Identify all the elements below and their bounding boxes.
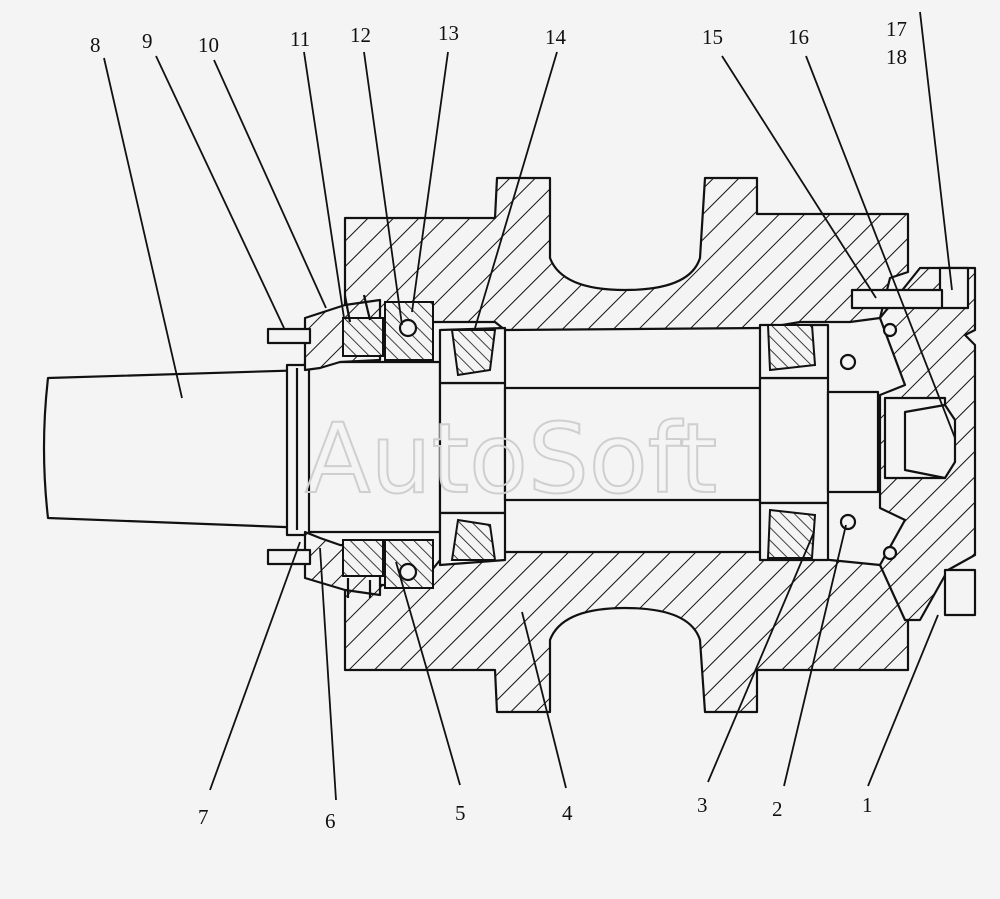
shaft-mid bbox=[503, 386, 762, 502]
seal-ring-upper bbox=[342, 317, 384, 357]
callout-18: 18 bbox=[886, 45, 907, 69]
seal-ring-lower bbox=[342, 539, 384, 577]
retaining-bolt bbox=[850, 288, 944, 310]
callout-1: 1 bbox=[862, 793, 873, 817]
callout-17: 17 bbox=[886, 17, 907, 41]
shaft-step-right bbox=[758, 376, 830, 505]
callout-6: 6 bbox=[325, 809, 336, 833]
callout-9: 9 bbox=[142, 29, 153, 53]
callout-14: 14 bbox=[545, 25, 567, 49]
pin-upper bbox=[266, 327, 312, 345]
callout-4: 4 bbox=[562, 801, 573, 825]
callout-12: 12 bbox=[350, 23, 371, 47]
callout-11: 11 bbox=[290, 27, 310, 51]
shaft-end-right bbox=[826, 390, 880, 494]
leader-lines bbox=[103, 11, 956, 801]
callout-7: 7 bbox=[198, 805, 209, 829]
callout-8: 8 bbox=[90, 33, 101, 57]
callout-10: 10 bbox=[198, 33, 219, 57]
pin-lower bbox=[266, 548, 312, 566]
cover-bolt bbox=[938, 266, 970, 310]
callout-15: 15 bbox=[702, 25, 723, 49]
callout-16: 16 bbox=[788, 25, 809, 49]
watermark: AutoSoft bbox=[305, 403, 717, 515]
callout-3: 3 bbox=[697, 793, 708, 817]
shaft-step-left bbox=[438, 381, 507, 515]
shaft-collar-left bbox=[303, 360, 442, 534]
callout-5: 5 bbox=[455, 801, 466, 825]
callout-13: 13 bbox=[438, 21, 459, 45]
shaft bbox=[42, 368, 312, 530]
cover-lug bbox=[943, 568, 977, 617]
callout-2: 2 bbox=[772, 797, 783, 821]
